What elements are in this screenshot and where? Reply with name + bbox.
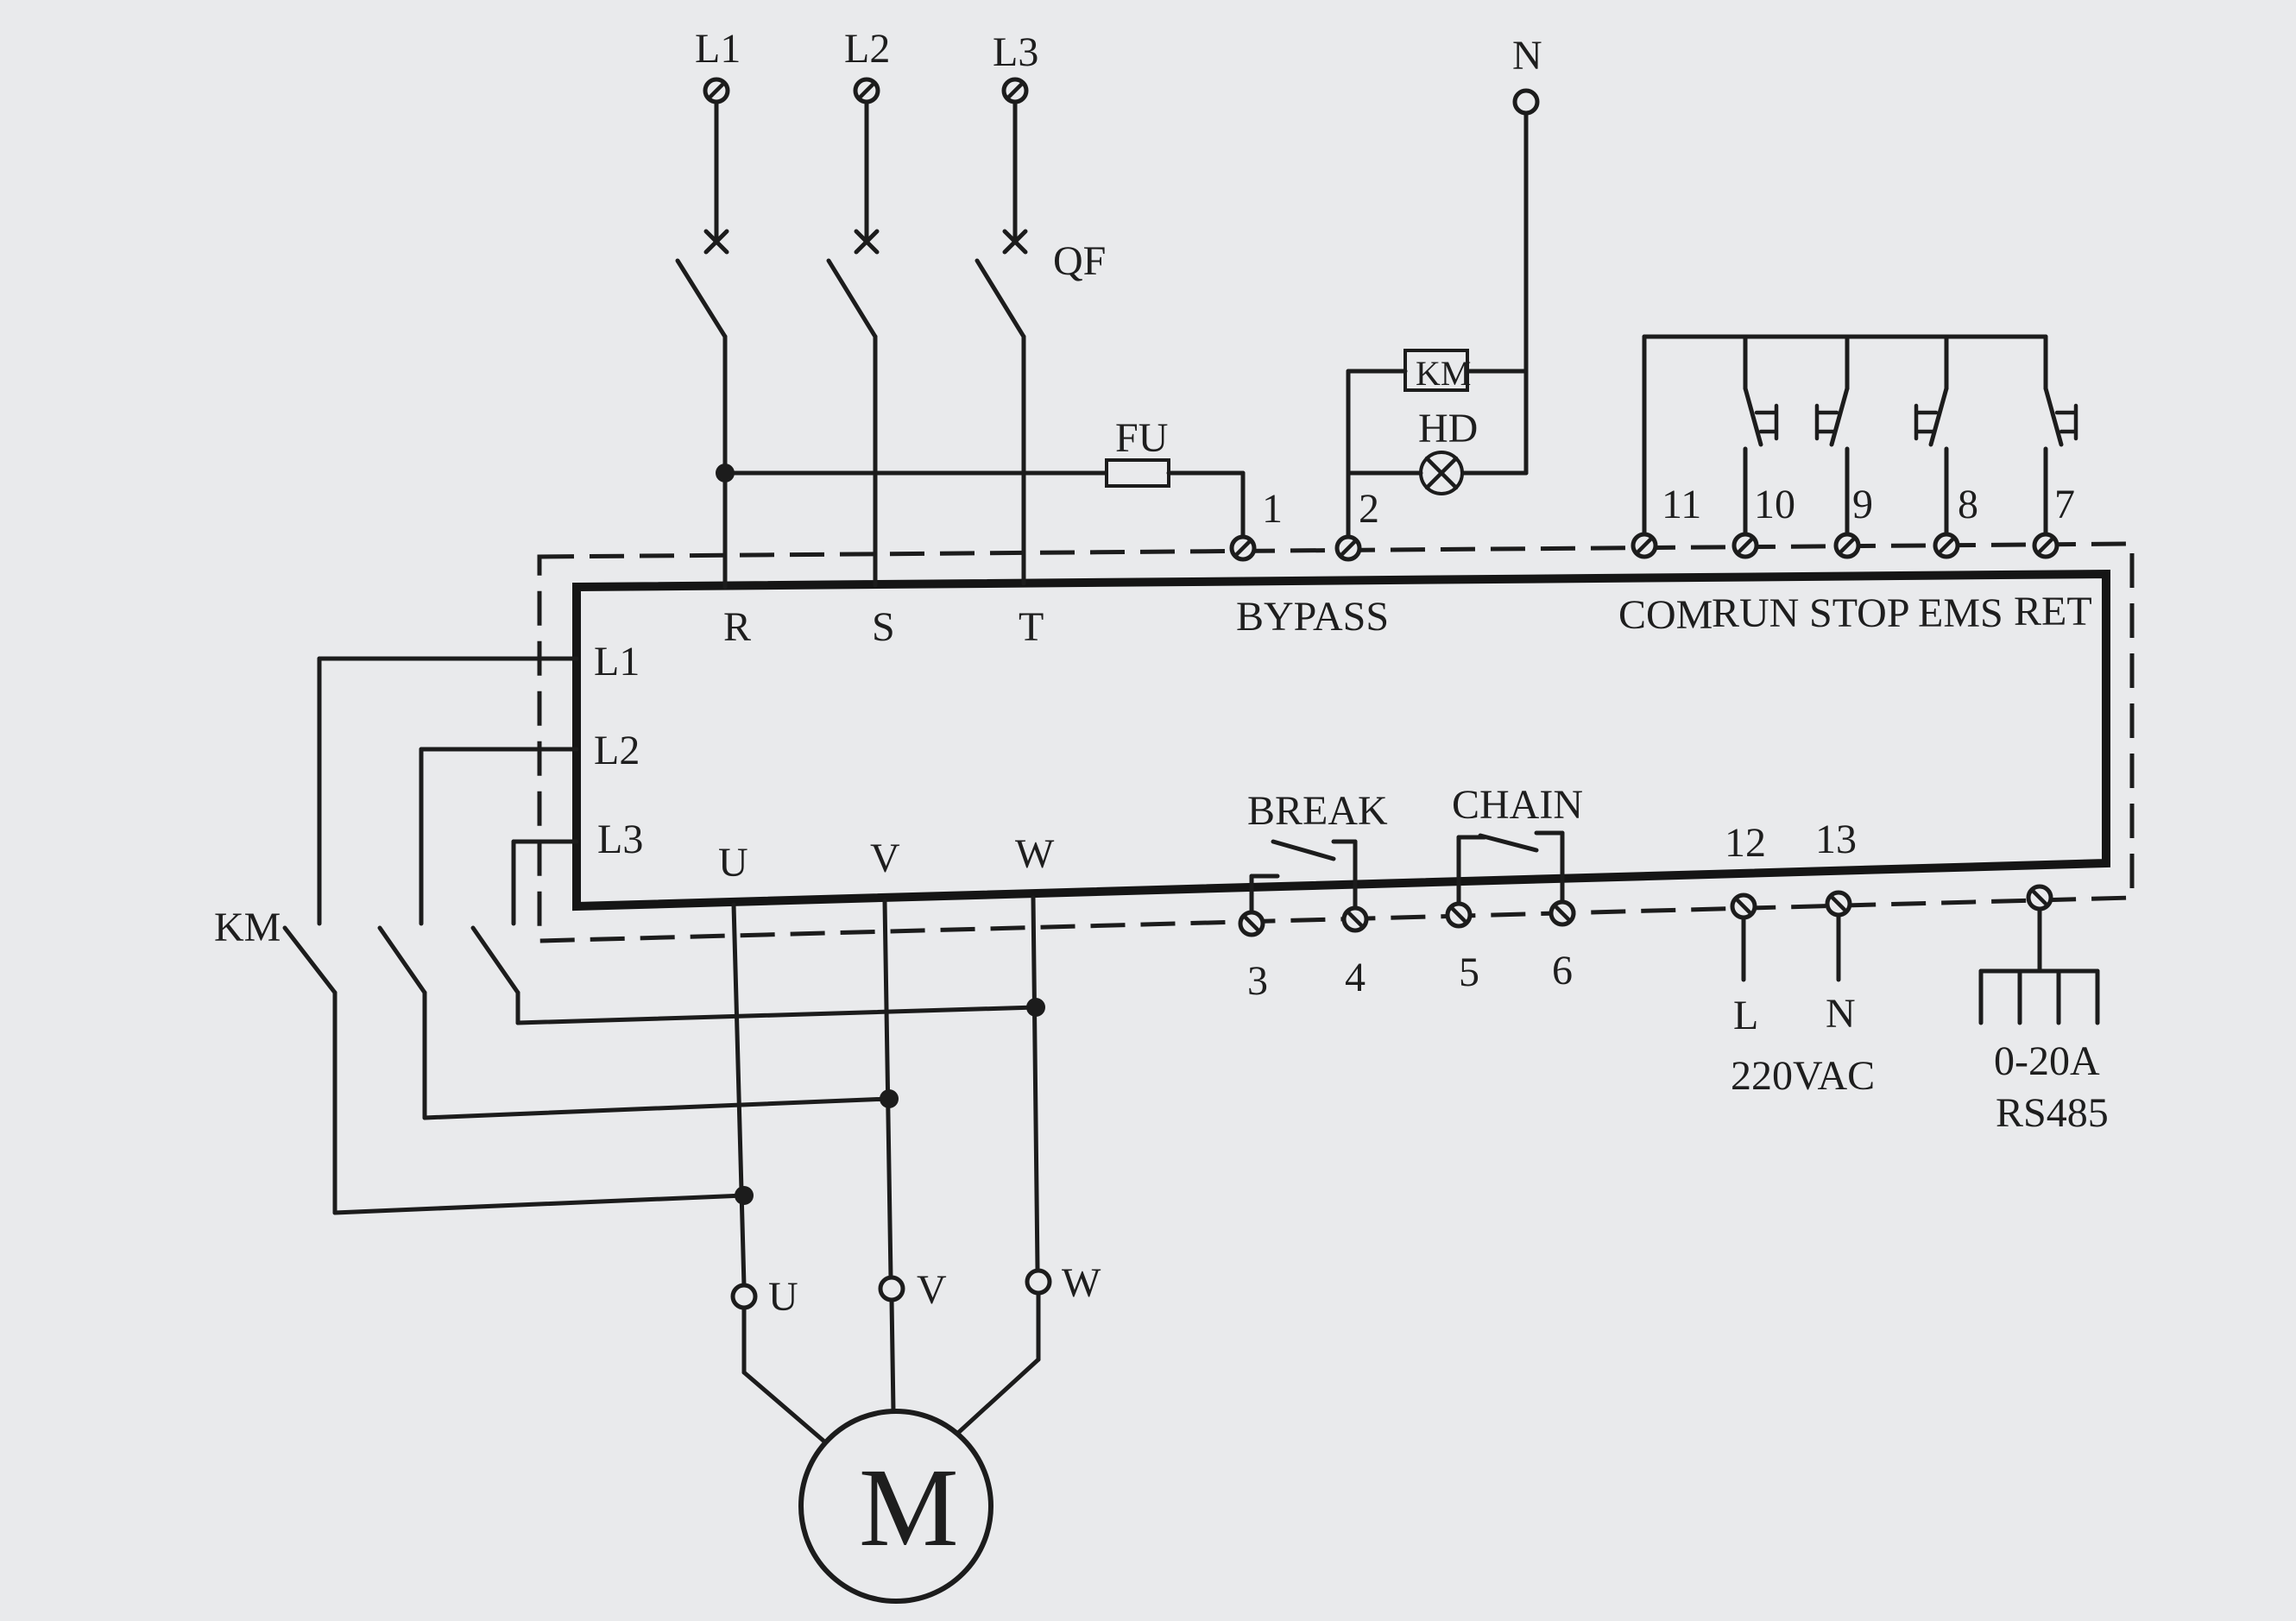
motor xyxy=(798,1409,993,1604)
lamp-label: HD xyxy=(1418,406,1478,451)
motor-lead-w: W xyxy=(1062,1260,1101,1306)
control-switches xyxy=(1642,334,2078,551)
breaker-label: QF xyxy=(1053,238,1106,284)
output-label-u: U xyxy=(718,840,748,886)
bypass-contactor xyxy=(282,656,1038,1215)
neutral-label: N xyxy=(1512,33,1542,79)
bottom-terminals xyxy=(1238,830,2100,1025)
terminal-8: 8 xyxy=(1958,482,1978,527)
terminal-7: 7 xyxy=(2054,482,2075,527)
terminal-11: 11 xyxy=(1662,482,1701,527)
motor-lead-v: V xyxy=(917,1267,947,1313)
rs485-label: RS485 xyxy=(1996,1090,2109,1136)
bypass-terminal-l3: L3 xyxy=(597,817,643,862)
terminal-2: 2 xyxy=(1359,486,1379,532)
motor-symbol: M xyxy=(859,1446,959,1570)
supply-label-l2: L2 xyxy=(844,26,890,72)
motor-leads xyxy=(730,895,1052,1604)
output-label-w: W xyxy=(1015,831,1055,877)
stop-label: STOP xyxy=(1809,590,1910,636)
ret-label: RET xyxy=(2014,589,2092,634)
chain-label: CHAIN xyxy=(1452,782,1583,828)
input-label-t: T xyxy=(1019,604,1044,650)
terminal-9: 9 xyxy=(1852,482,1873,527)
power-n-label: N xyxy=(1826,991,1856,1037)
input-label-s: S xyxy=(872,604,895,650)
power-voltage-label: 220VAC xyxy=(1731,1053,1875,1099)
bypass-contactor-label: KM xyxy=(214,905,281,950)
analog-range-label: 0-20A xyxy=(1994,1038,2100,1084)
terminal-3: 3 xyxy=(1247,958,1268,1004)
com-label: COM xyxy=(1618,592,1713,638)
coil-lamp-circuit xyxy=(1346,88,1540,551)
fuse-label: FU xyxy=(1115,415,1168,461)
supply-lines xyxy=(675,77,1246,581)
km-coil xyxy=(1403,349,1469,392)
output-label-v: V xyxy=(870,836,900,881)
terminal-10: 10 xyxy=(1754,482,1795,527)
terminal-4: 4 xyxy=(1345,955,1366,1000)
top-terminals xyxy=(1229,532,2059,562)
ems-label: EMS xyxy=(1918,590,2003,636)
bypass-label: BYPASS xyxy=(1236,594,1389,640)
supply-label-l1: L1 xyxy=(695,26,741,72)
bypass-terminal-l1: L1 xyxy=(594,639,640,684)
run-label: RUN xyxy=(1712,590,1799,636)
power-l-label: L xyxy=(1733,993,1758,1038)
terminal-1: 1 xyxy=(1262,486,1283,532)
motor-lead-u: U xyxy=(768,1274,798,1320)
soft-starter-box xyxy=(572,569,2110,911)
dashed-enclosure xyxy=(537,541,2135,943)
terminal-5: 5 xyxy=(1459,949,1479,995)
terminal-12: 12 xyxy=(1725,820,1766,866)
input-label-r: R xyxy=(723,604,751,650)
coil-label: KM xyxy=(1416,354,1471,393)
bypass-terminal-l2: L2 xyxy=(594,728,640,773)
terminal-13: 13 xyxy=(1815,817,1857,862)
terminal-6: 6 xyxy=(1552,948,1573,993)
break-label: BREAK xyxy=(1247,788,1388,834)
supply-label-l3: L3 xyxy=(993,29,1038,75)
